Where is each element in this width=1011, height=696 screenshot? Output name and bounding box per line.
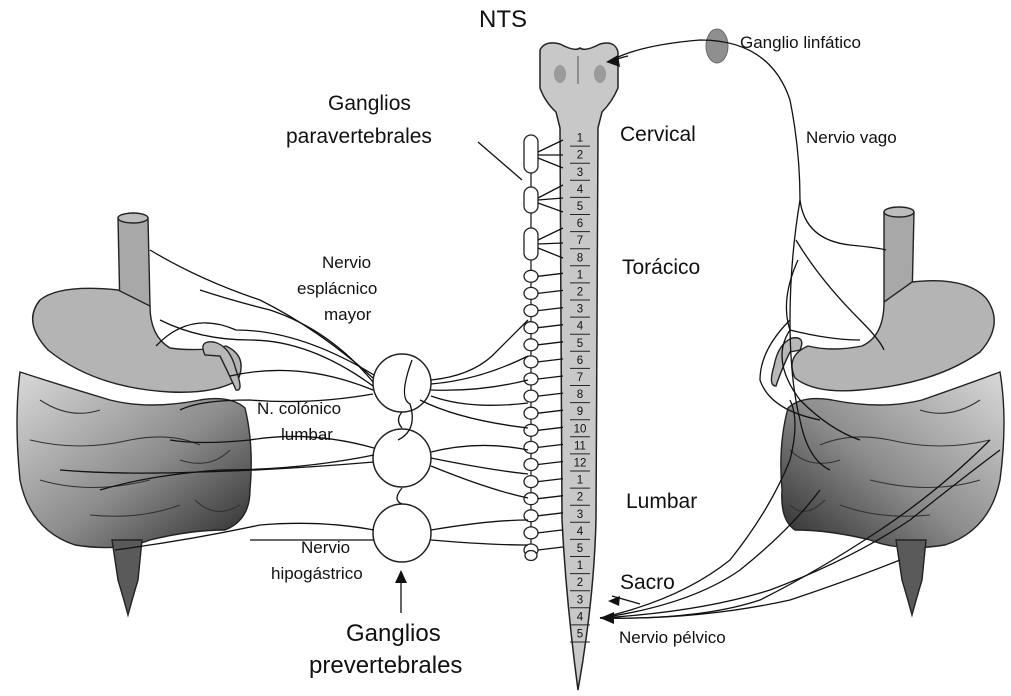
segment-lumbar-3: 3 — [577, 509, 583, 521]
spinal-ramus — [538, 376, 563, 379]
spinal-ramus — [538, 496, 563, 499]
spinal-ramus — [538, 513, 563, 516]
segment-sacro-1: 1 — [577, 560, 583, 572]
nts-label: NTS — [479, 6, 527, 33]
spinal-ramus — [538, 547, 563, 550]
spinal-ramus — [538, 530, 563, 533]
prevertebral-arrowhead — [395, 570, 407, 583]
segment-lumbar-1: 1 — [577, 475, 583, 487]
prevertebral-ganglia — [373, 354, 431, 562]
paravertebral-ganglion-toracico-5 — [524, 339, 538, 351]
paravertebral-ganglion-superior — [524, 135, 538, 173]
splanchnic-label-line2: esplácnico — [297, 279, 377, 298]
inferior-mesenteric-ganglion — [373, 504, 431, 562]
vagus-label: Nervio vago — [806, 128, 897, 147]
paravertebral-ganglion-lumbar-4 — [524, 527, 538, 539]
segment-cervical-2: 2 — [577, 150, 583, 162]
paravertebral-ganglion-toracico-1 — [524, 270, 538, 282]
lymph-node-label: Ganglio linfático — [740, 33, 861, 52]
paravertebral-ganglion-lumbar-2 — [524, 493, 538, 505]
paravertebral-ganglion-sacral — [525, 551, 537, 561]
colonic-label-line2: lumbar — [281, 425, 333, 444]
spinal-ramus — [538, 393, 563, 396]
colonic-label-line1: N. colónico — [257, 399, 341, 418]
paravertebral-ganglion-toracico-3 — [524, 305, 538, 317]
segment-toracico-11: 11 — [574, 440, 586, 452]
right-gut — [771, 207, 1004, 615]
paravertebral-ganglion-toracico-7 — [524, 373, 538, 385]
segment-toracico-6: 6 — [577, 355, 583, 367]
hypogastric-label-line2: hipogástrico — [271, 564, 363, 583]
prevertebral-label-line2: prevertebrales — [309, 652, 462, 679]
paravertebral-ganglion-toracico-9 — [524, 407, 538, 419]
segment-toracico-7: 7 — [577, 372, 583, 384]
spinal-ramus — [538, 342, 563, 345]
lumbar-label: Lumbar — [626, 490, 697, 513]
splanchnic-label-line3: mayor — [324, 305, 372, 324]
paravertebral-label-line2: paravertebrales — [286, 125, 432, 148]
paravertebral-ganglion-toracico-4 — [524, 322, 538, 334]
spinal-ramus — [538, 290, 563, 293]
spinal-ramus — [538, 273, 563, 276]
segment-cervical-8: 8 — [577, 252, 583, 264]
segment-sacro-4: 4 — [577, 611, 584, 623]
lymph-node — [706, 29, 728, 63]
segment-cervical-4: 4 — [577, 184, 584, 196]
splanchnic-label-line1: Nervio — [322, 253, 371, 272]
segment-sacro-3: 3 — [577, 594, 583, 606]
nts-nucleus-left — [554, 65, 566, 83]
paravertebral-label-line1: Ganglios — [328, 92, 411, 115]
segment-sacro-2: 2 — [577, 577, 583, 589]
segment-lumbar-4: 4 — [577, 526, 584, 538]
paravertebral-ganglion-middle — [524, 187, 538, 213]
segment-sacro-5: 5 — [577, 629, 583, 641]
sacro-arrowhead — [608, 596, 620, 606]
spinal-ramus — [538, 427, 563, 430]
paravertebral-ganglion-toracico-8 — [524, 390, 538, 402]
paravertebral-ganglion-stellate — [524, 228, 538, 260]
pelvic-arrowhead — [600, 612, 614, 624]
thoracic-label: Torácico — [622, 256, 700, 279]
segment-cervical-7: 7 — [577, 235, 583, 247]
hypogastric-label-line1: Nervio — [301, 538, 350, 557]
cervical-label: Cervical — [620, 123, 696, 146]
prevertebral-label-line1: Ganglios — [346, 620, 441, 647]
paravertebral-ganglion-toracico-2 — [524, 287, 538, 299]
celiac-ganglion — [373, 354, 431, 412]
paravertebral-ganglion-lumbar-1 — [524, 476, 538, 488]
sacral-label: Sacro — [620, 571, 675, 594]
segment-cervical-1: 1 — [577, 133, 583, 145]
segment-cervical-5: 5 — [577, 201, 583, 213]
segment-cervical-3: 3 — [577, 167, 583, 179]
segment-lumbar-5: 5 — [577, 543, 583, 555]
segment-toracico-5: 5 — [577, 338, 583, 350]
paravertebral-ganglion-toracico-10 — [524, 424, 538, 436]
segment-toracico-1: 1 — [577, 269, 583, 281]
paravertebral-ganglion-toracico-11 — [524, 441, 538, 453]
pelvic-nerve-label: Nervio pélvico — [619, 628, 726, 647]
segment-toracico-10: 10 — [574, 423, 587, 435]
spinal-ramus — [538, 325, 563, 328]
paravertebral-chain — [524, 135, 538, 561]
spinal-ramus — [538, 308, 563, 311]
paravertebral-ganglion-toracico-12 — [524, 459, 538, 471]
segment-toracico-8: 8 — [577, 389, 583, 401]
segment-toracico-3: 3 — [577, 304, 583, 316]
segment-toracico-2: 2 — [577, 287, 583, 299]
spinal-ramus — [538, 462, 563, 465]
segment-cervical-6: 6 — [577, 218, 583, 230]
paravertebral-ganglion-toracico-6 — [524, 356, 538, 368]
segment-toracico-4: 4 — [577, 321, 584, 333]
spinal-ramus — [538, 410, 563, 413]
spinal-ramus — [538, 444, 563, 447]
segment-lumbar-2: 2 — [577, 492, 583, 504]
spinal-ramus — [538, 359, 563, 362]
segment-toracico-12: 12 — [574, 458, 587, 470]
segment-toracico-9: 9 — [577, 406, 583, 418]
spinal-ramus — [538, 479, 563, 482]
left-gut — [17, 213, 251, 615]
nts-nucleus-right — [594, 65, 606, 83]
